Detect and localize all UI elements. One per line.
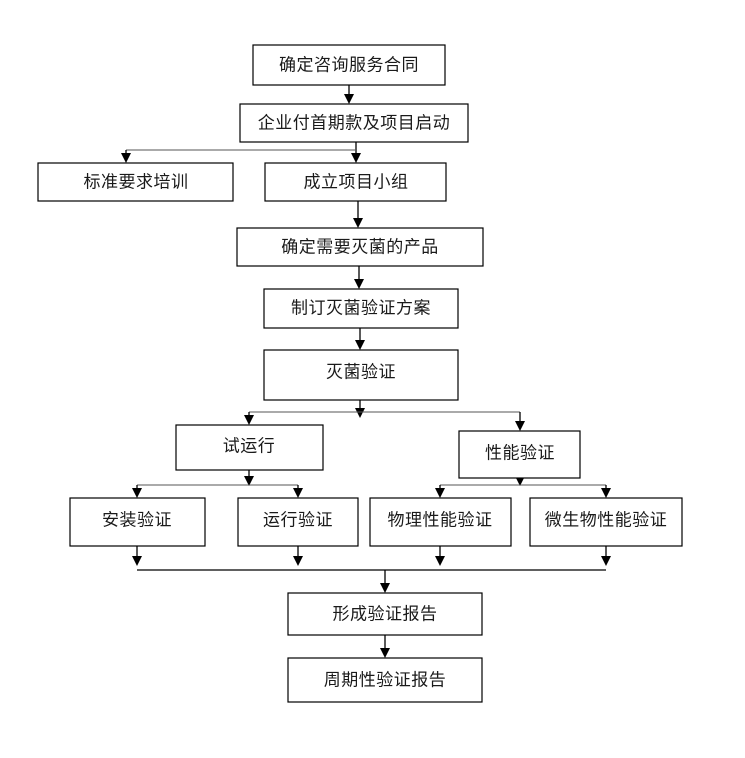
node-physical-performance-validation[interactable]: 物理性能验证 <box>369 497 512 547</box>
edge-n9-split <box>435 476 611 498</box>
node-label: 试运行 <box>223 436 276 455</box>
edge-n7-split <box>244 400 525 431</box>
edge-n14-n15 <box>380 635 390 658</box>
node-label: 确定咨询服务合同 <box>279 55 419 74</box>
node-produce-validation-report[interactable]: 形成验证报告 <box>287 592 483 636</box>
node-label: 性能验证 <box>485 443 555 462</box>
node-operational-qualification[interactable]: 运行验证 <box>237 497 359 547</box>
edge-n8-split <box>132 470 303 498</box>
node-label: 确定需要灭菌的产品 <box>281 237 439 256</box>
node-initial-payment-and-project-start[interactable]: 企业付首期款及项目启动 <box>239 103 469 143</box>
node-label: 运行验证 <box>263 510 333 529</box>
node-label: 灭菌验证 <box>326 362 396 381</box>
node-periodic-validation-report[interactable]: 周期性验证报告 <box>287 657 483 703</box>
edge-merge-to-report <box>132 546 611 593</box>
node-performance-validation[interactable]: 性能验证 <box>458 430 581 479</box>
edge-n2-n3 <box>121 149 356 163</box>
node-microbiological-performance-validation[interactable]: 微生物性能验证 <box>529 497 683 547</box>
node-label: 形成验证报告 <box>333 604 438 623</box>
edge-n1-n2 <box>344 85 354 104</box>
connector-layer <box>121 85 611 658</box>
node-label: 成立项目小组 <box>304 172 409 191</box>
node-installation-qualification[interactable]: 安装验证 <box>69 497 206 547</box>
edge-n6-n7 <box>355 328 365 350</box>
node-label: 安装验证 <box>102 510 172 529</box>
node-label: 制订灭菌验证方案 <box>291 298 431 317</box>
node-label: 标准要求培训 <box>84 172 189 191</box>
node-trial-run[interactable]: 试运行 <box>175 424 324 471</box>
node-confirm-consulting-contract[interactable]: 确定咨询服务合同 <box>252 44 446 86</box>
node-label: 物理性能验证 <box>388 510 493 529</box>
node-label: 周期性验证报告 <box>324 670 447 689</box>
node-develop-sterilization-validation-plan[interactable]: 制订灭菌验证方案 <box>263 288 459 329</box>
node-establish-project-team[interactable]: 成立项目小组 <box>264 162 447 202</box>
edge-n5-n6 <box>354 266 364 289</box>
node-label: 微生物性能验证 <box>545 510 668 529</box>
node-sterilization-validation[interactable]: 灭菌验证 <box>263 349 459 401</box>
node-standard-requirements-training[interactable]: 标准要求培训 <box>37 162 234 202</box>
node-layer: 确定咨询服务合同 企业付首期款及项目启动 标准要求培训 成立项目小组 确定需要灭… <box>37 44 683 703</box>
node-identify-products-to-sterilize[interactable]: 确定需要灭菌的产品 <box>236 227 484 267</box>
edge-n4-n5 <box>353 201 363 228</box>
node-label: 企业付首期款及项目启动 <box>258 113 451 132</box>
edge-n2-n4 <box>351 142 361 163</box>
